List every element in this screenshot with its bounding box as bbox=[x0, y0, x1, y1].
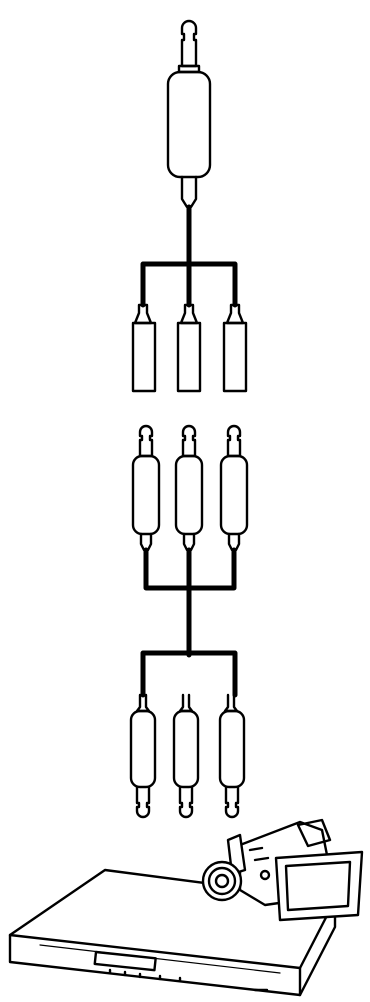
rca-plug-icon bbox=[222, 303, 248, 393]
rca-plug-icon bbox=[172, 693, 200, 819]
rca-plug-icon bbox=[131, 303, 157, 393]
rca-plug-icon bbox=[219, 424, 249, 552]
rca-plug-icon bbox=[131, 424, 161, 552]
rca-plug-group-middle bbox=[131, 424, 249, 552]
rca-plug-icon bbox=[218, 693, 246, 819]
stereo-mini-plug-icon bbox=[166, 19, 212, 209]
rca-plug-group-lower bbox=[129, 693, 246, 819]
rca-plug-icon bbox=[174, 424, 204, 552]
rca-plug-icon bbox=[176, 303, 202, 393]
rca-plug-icon bbox=[129, 693, 157, 819]
cable-splitter-icon bbox=[140, 204, 238, 308]
cable-joiner-icon bbox=[140, 547, 238, 698]
camcorder-icon bbox=[201, 818, 364, 922]
rca-plug-group-upper bbox=[131, 303, 248, 393]
